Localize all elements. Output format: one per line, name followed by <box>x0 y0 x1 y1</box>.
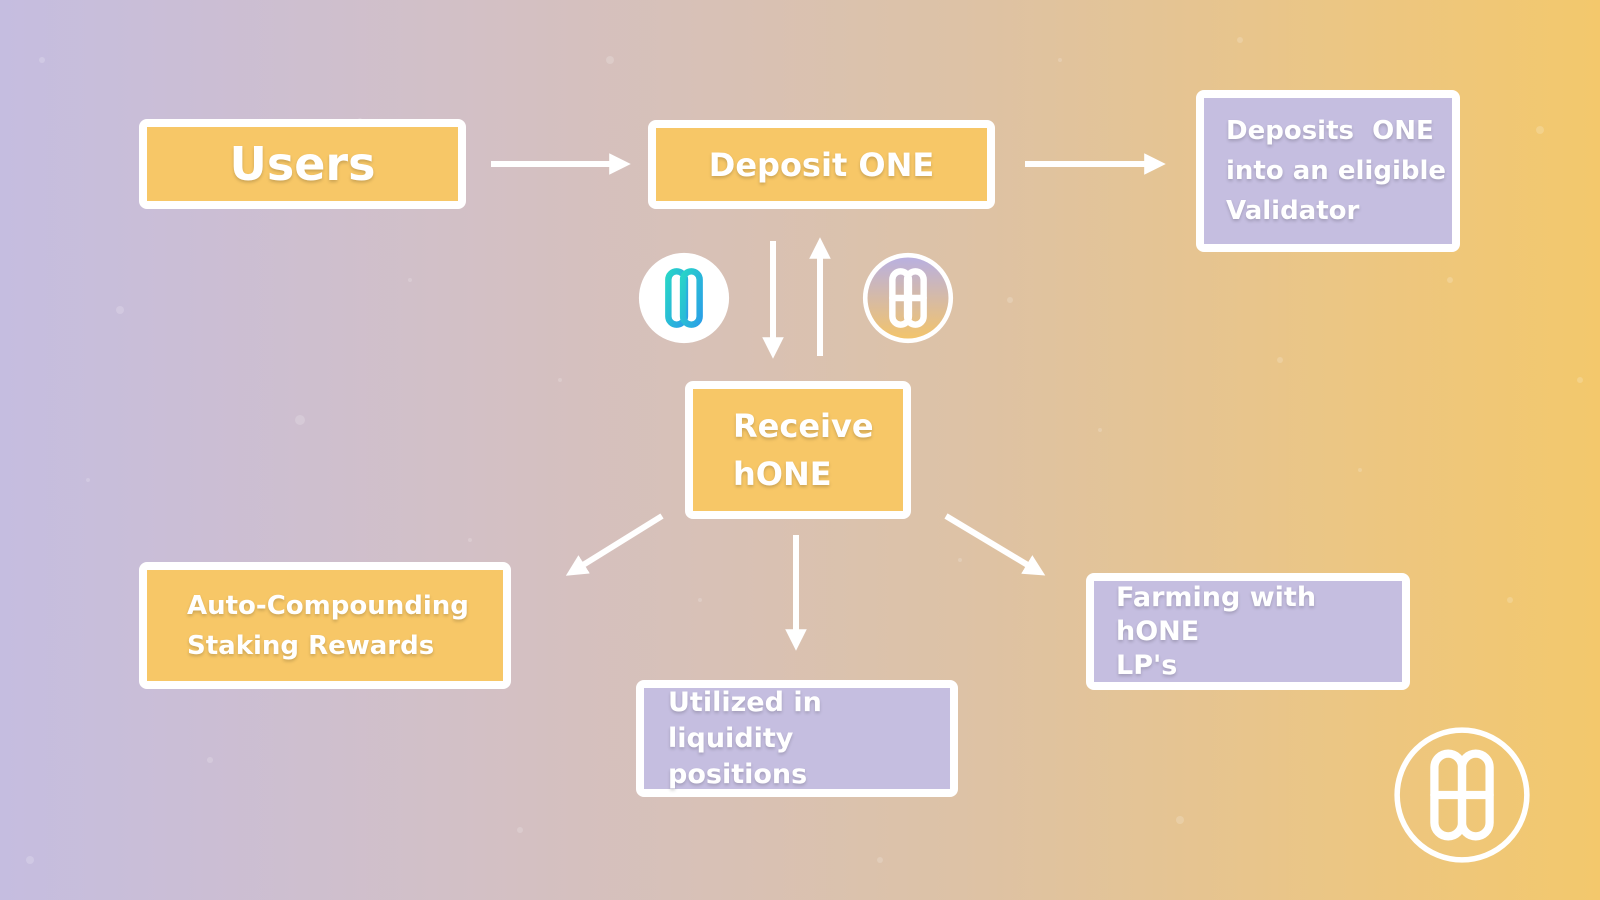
harmony-logo-icon <box>1394 727 1530 863</box>
node-deposit-one: Deposit ONE <box>648 120 995 209</box>
node-farming-line-2: LP's <box>1116 649 1178 681</box>
node-auto-line-2: Staking Rewards <box>187 630 435 661</box>
node-receive-line-2: hONE <box>733 455 832 493</box>
node-auto-line-1: Auto-Compounding <box>187 590 469 621</box>
node-users-label: Users <box>229 137 376 191</box>
node-farming: Farming with hONE LP's <box>1086 573 1410 690</box>
arrow-receive-to-farming <box>944 513 1046 576</box>
node-receive-line-1: Receive <box>733 407 874 445</box>
node-validator-line-2: into an eligible <box>1226 156 1447 186</box>
harmony-hone-purple-logo-icon <box>862 252 954 344</box>
node-deposit-label: Deposit ONE <box>708 145 935 184</box>
node-auto-compounding: Auto-Compounding Staking Rewards <box>139 562 511 689</box>
harmony-one-teal-logo-icon <box>638 252 730 344</box>
node-validator: Deposits ONE into an eligible Validator <box>1196 90 1460 252</box>
arrow-receive-to-auto <box>565 513 664 576</box>
node-users: Users <box>139 119 466 209</box>
node-liquidity-line-1: Utilized in liquidity <box>668 686 822 754</box>
node-liquidity-positions: Utilized in liquidity positions <box>636 680 958 797</box>
node-farming-line-1: Farming with hONE <box>1116 581 1317 647</box>
node-receive-hone: Receive hONE <box>685 381 911 519</box>
node-validator-line-3: Validator <box>1226 196 1360 226</box>
node-liquidity-line-2: positions <box>668 758 808 790</box>
node-validator-line-1: Deposits ONE <box>1226 116 1434 146</box>
